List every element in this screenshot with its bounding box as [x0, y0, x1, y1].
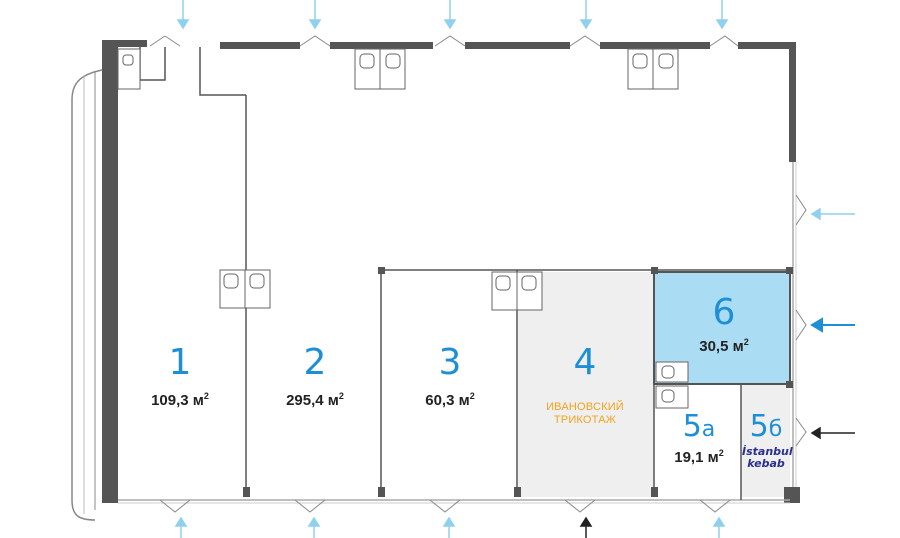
unit-1-label[interactable]: 1 109,3 м2	[140, 342, 220, 410]
unit-5b-fill[interactable]	[741, 385, 790, 497]
unit-5b-label[interactable]: 5б İstanbul kebab	[742, 409, 793, 470]
unit-number: 4	[573, 342, 597, 383]
unit-number: 3	[438, 342, 462, 383]
partition-posts	[243, 267, 793, 497]
entry-arrow-right-top	[810, 207, 855, 221]
doors	[149, 35, 807, 513]
outer-walls	[102, 40, 800, 503]
unit-area: 19,1 м2	[674, 448, 724, 466]
entry-arrow-unit-6	[810, 317, 855, 333]
unit-area: 109,3 м2	[151, 391, 209, 409]
entry-arrow-unit-5b	[810, 426, 855, 440]
left-facade	[71, 69, 103, 521]
unit-4-label[interactable]: 4 ИВАНОВСКИЙ ТРИКОТАЖ	[540, 345, 630, 427]
unit-number: 5а	[682, 409, 716, 444]
entry-arrow-unit-4	[579, 516, 593, 538]
unit-number: 5б	[749, 409, 783, 444]
unit-number: 2	[303, 342, 327, 383]
unit-area: 60,3 м2	[425, 391, 475, 409]
tenant-name-line1: ИВАНОВСКИЙ	[546, 401, 624, 413]
entry-arrows-top	[176, 0, 729, 30]
logo-line1: İstanbul	[742, 445, 793, 458]
unit-number: 6	[712, 292, 736, 333]
unit-2-label[interactable]: 2 295,4 м2	[275, 342, 355, 410]
unit-area: 295,4 м2	[286, 391, 344, 409]
unit-area: 30,5 м2	[699, 337, 749, 355]
unit-6-label[interactable]: 6 30,5 м2	[682, 292, 766, 356]
entry-arrows-bottom	[174, 516, 726, 538]
tenant-name-line2: ТРИКОТАЖ	[553, 414, 617, 426]
unit-5a-label[interactable]: 5а 19,1 м2	[660, 409, 738, 467]
istanbul-kebab-logo: İstanbul kebab	[742, 445, 793, 470]
unit-3-label[interactable]: 3 60,3 м2	[410, 342, 490, 410]
logo-line2: kebab	[747, 457, 785, 470]
unit-number: 1	[168, 342, 192, 383]
wc-fixtures	[117, 48, 689, 409]
